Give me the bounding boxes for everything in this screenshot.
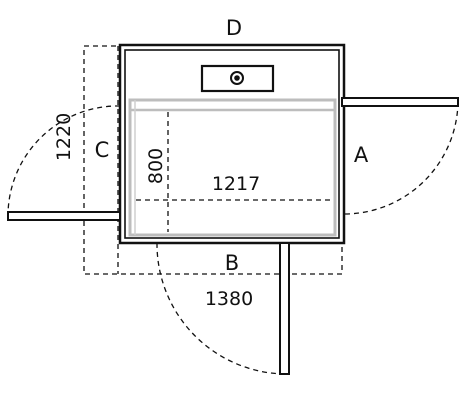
label-side-b: B xyxy=(225,251,239,275)
door-a-swing-arc xyxy=(343,101,459,215)
shaft-wall-inner xyxy=(124,49,340,239)
control-panel-icon xyxy=(200,64,275,93)
door-b-swing-arc xyxy=(156,242,287,375)
platform-outline-outer xyxy=(128,98,337,237)
dimension-outer-width: 1380 xyxy=(205,288,253,310)
label-side-c: C xyxy=(95,138,110,162)
dimension-platform-depth: 800 xyxy=(145,148,167,184)
door-b xyxy=(156,242,290,375)
door-a xyxy=(341,97,459,215)
dimension-outer-depth: 1220 xyxy=(53,113,75,161)
label-side-d: D xyxy=(226,16,242,40)
door-c xyxy=(7,105,121,221)
label-side-a: A xyxy=(354,143,369,167)
dimension-platform-width: 1217 xyxy=(212,173,260,195)
